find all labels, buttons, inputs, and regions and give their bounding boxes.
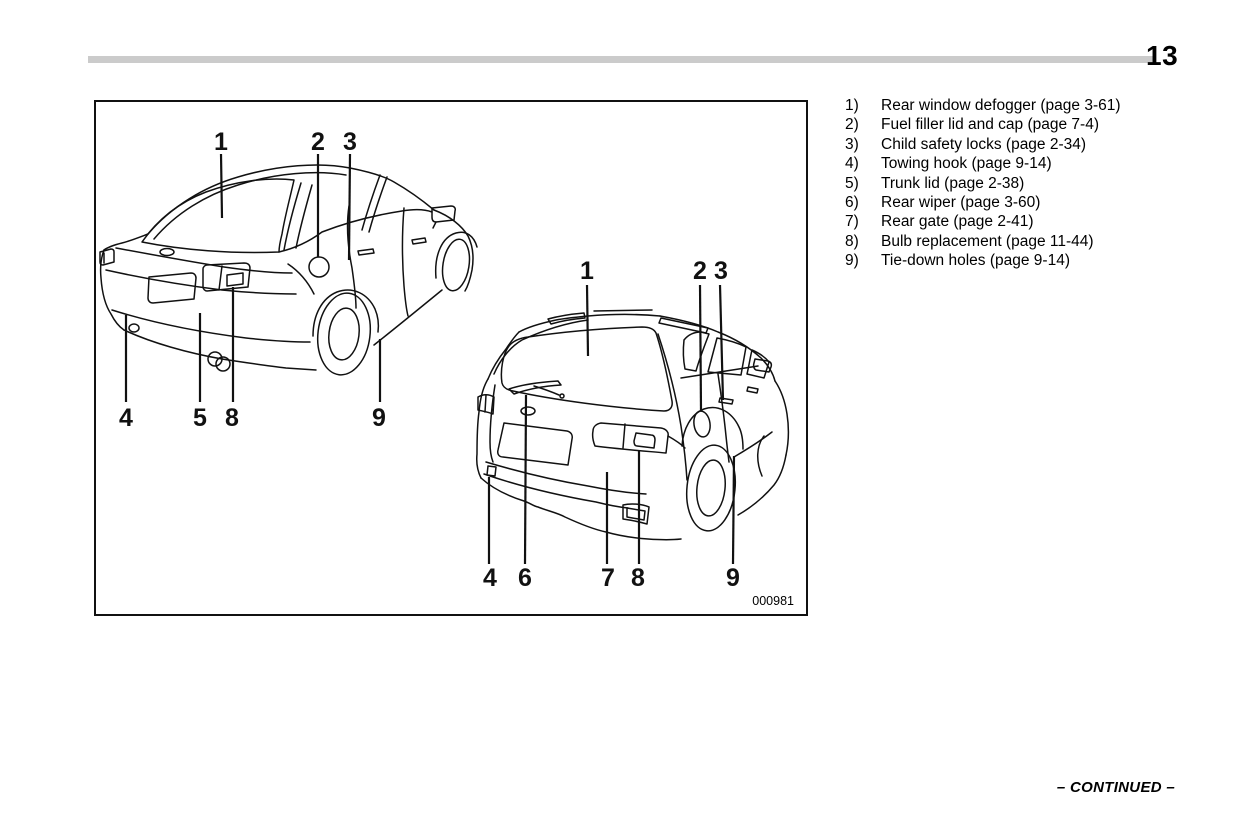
page-number: 13	[1146, 40, 1179, 71]
legend-item-number: 1)	[845, 97, 859, 114]
wagon-callouts: 1 2 3 4 6 7 8 9	[483, 257, 740, 592]
legend-item: 4) Towing hook (page 9-14)	[845, 154, 1215, 173]
header-rule-bar	[88, 56, 1156, 63]
sedan-mirror	[431, 205, 456, 223]
wagon-tail-light-right	[591, 422, 669, 454]
legend-item-label: Tie-down holes (page 9-14)	[881, 252, 1070, 270]
legend-item: 8) Bulb replacement (page 11-44)	[845, 232, 1215, 251]
legend-item: 6) Rear wiper (page 3-60)	[845, 193, 1215, 212]
legend-item-number: 9)	[845, 252, 859, 270]
legend-item: 1) Rear window defogger (page 3-61)	[845, 96, 1215, 115]
legend-item: 7) Rear gate (page 2-41)	[845, 212, 1215, 231]
sedan-callout-9: 9	[372, 404, 386, 432]
legend-item-label: Rear gate (page 2-41)	[881, 213, 1034, 231]
wagon-rear-window	[500, 326, 673, 412]
sedan-rear-wheel	[316, 292, 372, 376]
legend-item-number: 2)	[845, 116, 859, 134]
wagon-callout-7: 7	[601, 564, 615, 592]
legend-item: 5) Trunk lid (page 2-38)	[845, 174, 1215, 193]
legend-list: 1) Rear window defogger (page 3-61) 2) F…	[845, 96, 1215, 271]
legend-item-number: 8)	[845, 232, 859, 250]
wagon-mirror	[752, 358, 773, 373]
sedan-license-recess	[147, 272, 197, 304]
legend-item: 3) Child safety locks (page 2-34)	[845, 135, 1215, 154]
legend-item-label: Child safety locks (page 2-34)	[881, 135, 1087, 153]
sedan-callout-8: 8	[225, 404, 239, 432]
legend-item-number: 5)	[845, 174, 859, 192]
wagon-brand-badge	[520, 406, 536, 416]
wagon-exhaust-cutout	[622, 503, 650, 525]
wagon-callout-9: 9	[726, 564, 740, 592]
legend-item-label: Rear window defogger (page 3-61)	[881, 97, 1121, 114]
sedan-fuel-lid	[308, 256, 330, 278]
sedan-brand-badge	[159, 247, 175, 257]
sedan-callout-4: 4	[119, 404, 133, 432]
wagon-callout-6: 6	[518, 564, 532, 592]
sedan-callouts: 1 2 3 4 5 8 9	[119, 128, 386, 432]
sedan-callout-2: 2	[311, 128, 325, 156]
continued-footer: – CONTINUED –	[1056, 779, 1175, 796]
wagon-rear-wiper	[508, 380, 562, 395]
wagon-callout-2: 2	[693, 257, 707, 285]
figure-code: 000981	[752, 594, 794, 608]
legend-item: 2) Fuel filler lid and cap (page 7-4)	[845, 115, 1215, 134]
sedan-exhaust	[207, 351, 223, 367]
sedan-callout-5: 5	[193, 404, 207, 432]
wagon-callout-1: 1	[580, 257, 594, 285]
wagon-rear-wheel	[685, 444, 737, 532]
legend-item-label: Towing hook (page 9-14)	[881, 155, 1052, 173]
sedan-tail-light-right	[202, 262, 251, 292]
wagon-towing-hook-cover	[486, 465, 497, 477]
wagon-callout-3: 3	[714, 257, 728, 285]
sedan-callout-3: 3	[343, 128, 357, 156]
legend-item-number: 7)	[845, 213, 859, 231]
sedan-callout-1: 1	[214, 128, 228, 156]
legend-item-number: 4)	[845, 155, 859, 173]
wagon-callout-8: 8	[631, 564, 645, 592]
sedan-tail-light-left	[99, 248, 115, 266]
figure-illustration: 1 2 3 4 5 8 9	[99, 128, 790, 592]
sedan-illustration	[99, 164, 478, 376]
wagon-callout-4: 4	[483, 564, 497, 592]
legend-item-label: Rear wiper (page 3-60)	[881, 194, 1041, 212]
legend-item-number: 3)	[845, 135, 859, 153]
legend-item-label: Trunk lid (page 2-38)	[881, 174, 1025, 192]
wagon-illustration	[476, 309, 790, 541]
wagon-roof-rail-left	[547, 312, 586, 325]
sedan-front-wheel	[441, 238, 471, 292]
figure-box: 1 2 3 4 5 8 9	[94, 100, 808, 616]
sedan-towing-hook-cover	[128, 323, 140, 333]
legend-item-label: Bulb replacement (page 11-44)	[881, 232, 1094, 250]
legend-item-label: Fuel filler lid and cap (page 7-4)	[881, 116, 1099, 134]
sedan-rear-door-edge	[346, 205, 357, 309]
wagon-tail-light-left	[477, 394, 495, 415]
legend-item: 9) Tie-down holes (page 9-14)	[845, 251, 1215, 270]
legend-item-number: 6)	[845, 194, 859, 212]
wagon-license-recess	[497, 422, 573, 466]
